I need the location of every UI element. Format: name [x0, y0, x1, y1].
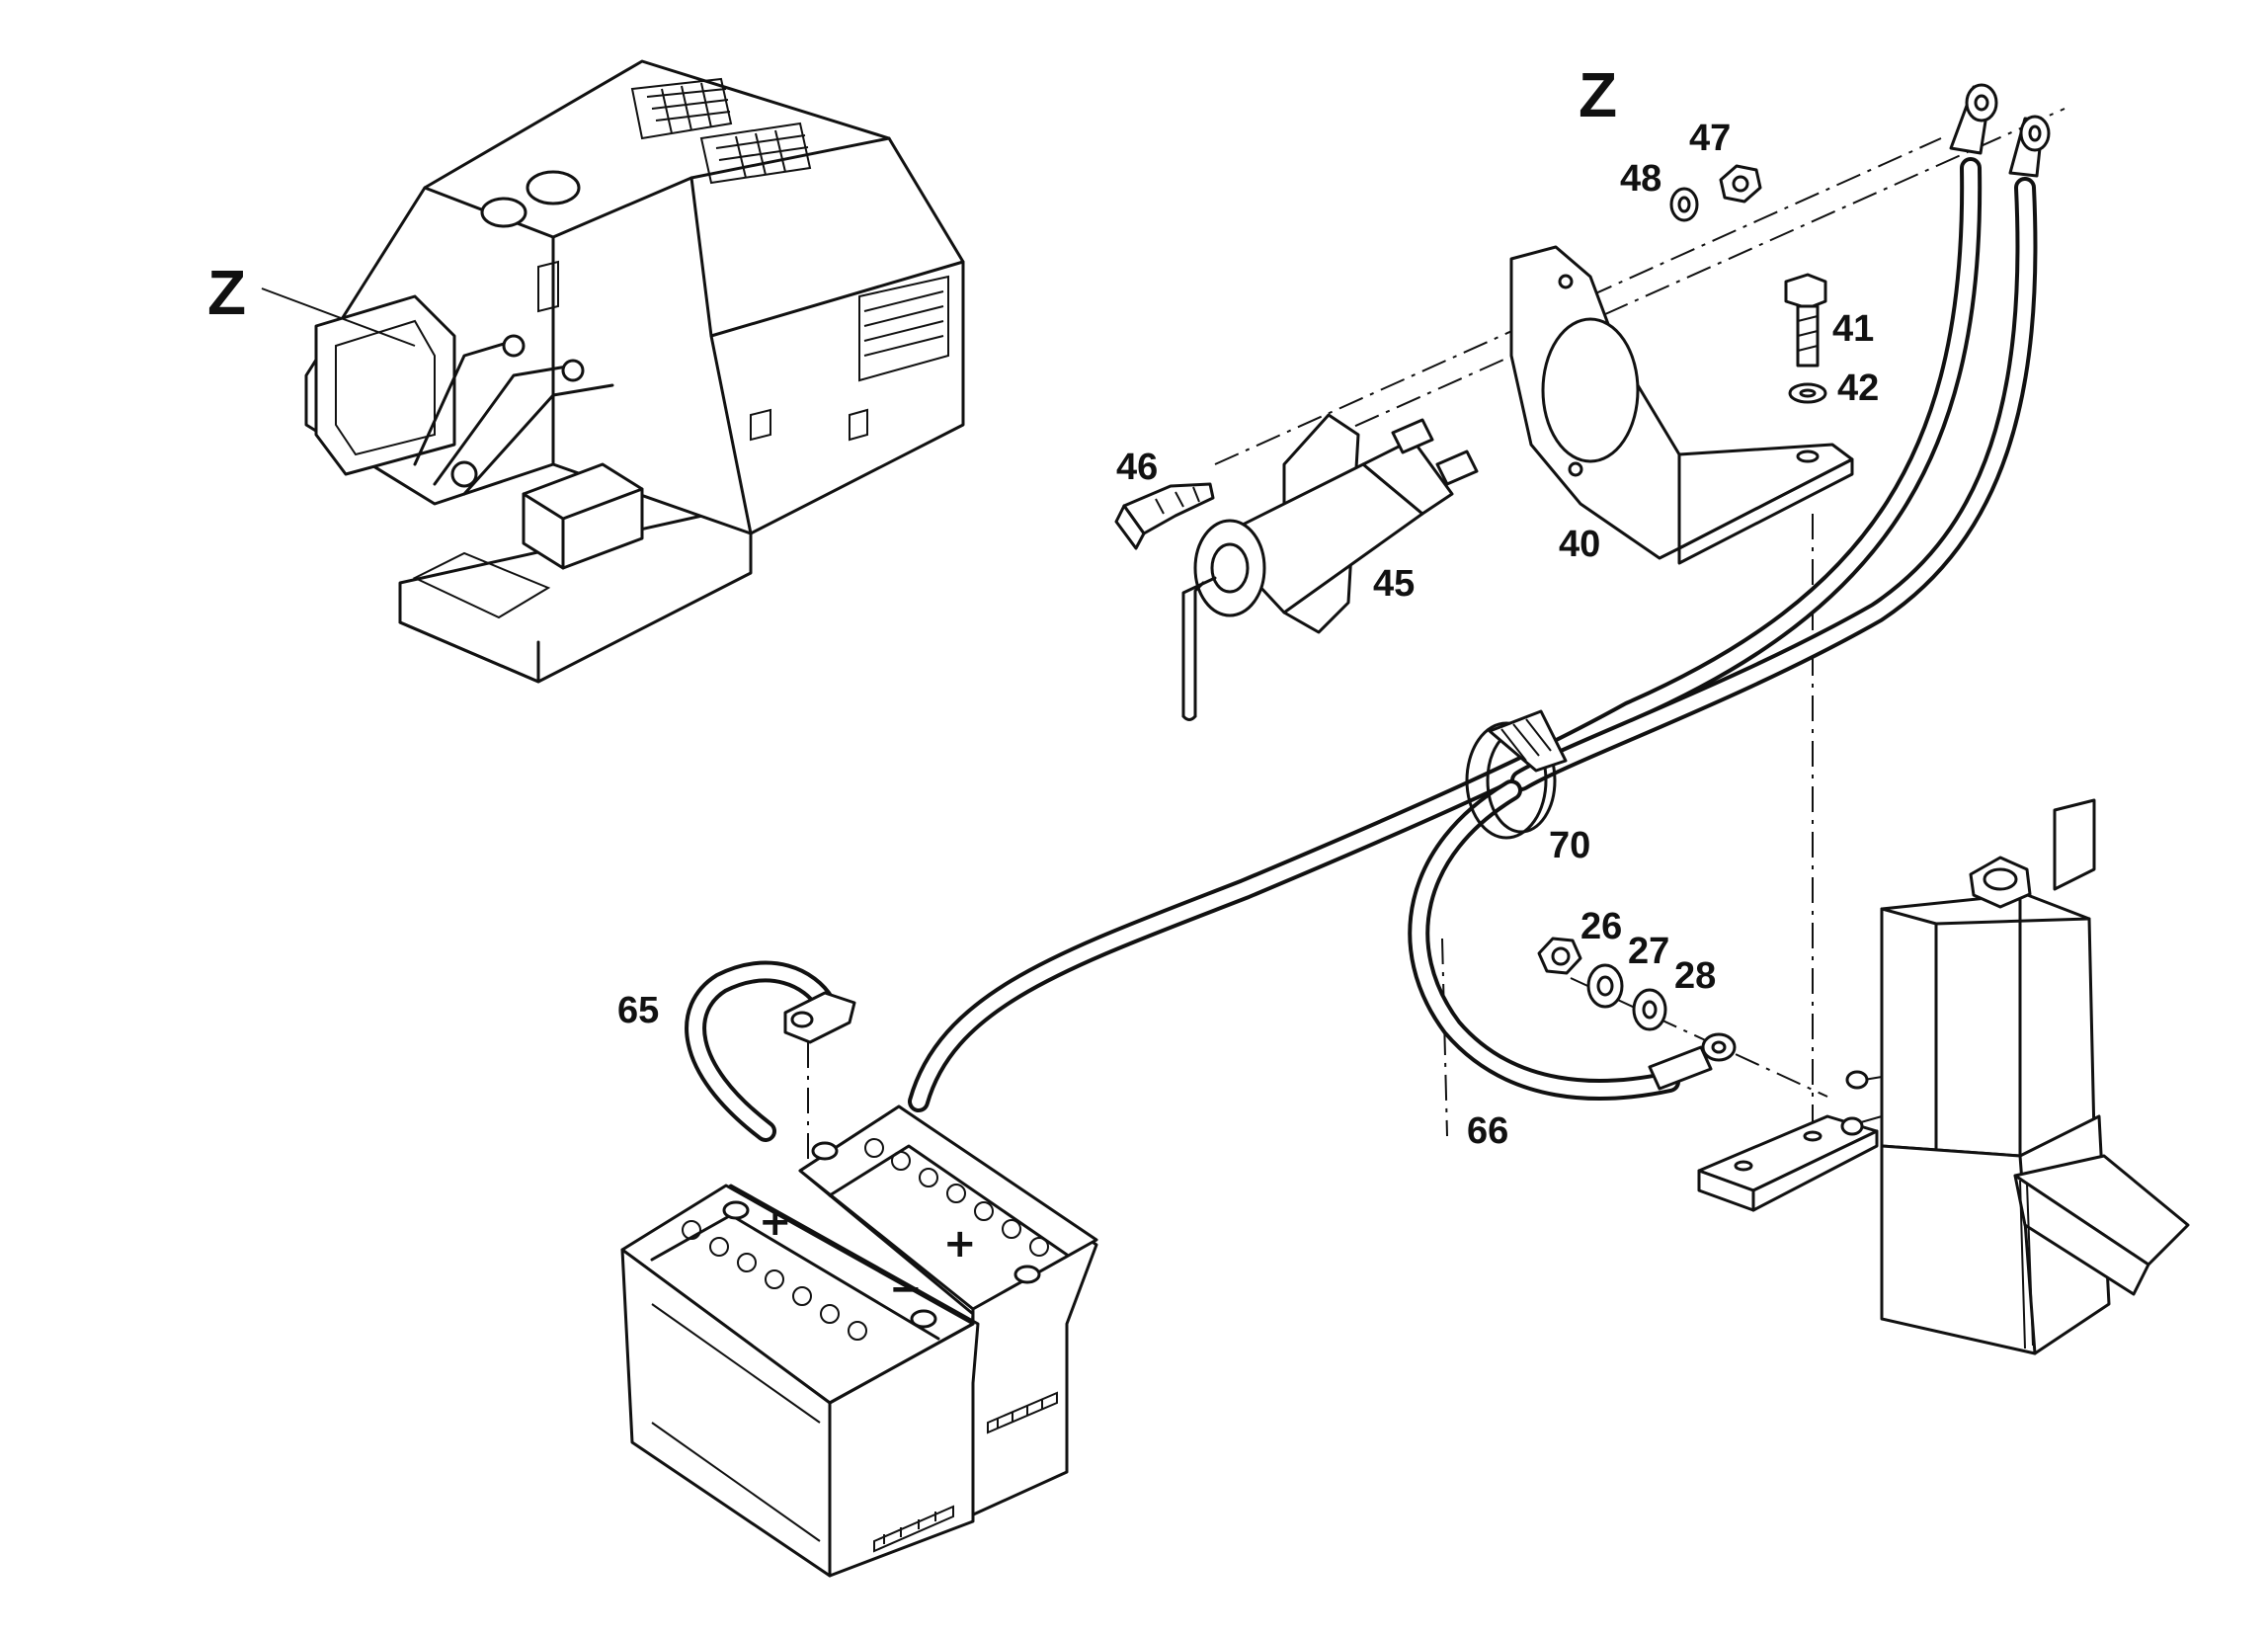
washer-27: [1586, 963, 1624, 1009]
washer-42: [1788, 382, 1827, 404]
callout-41: 41: [1832, 308, 1874, 350]
callout-26: 26: [1580, 906, 1622, 947]
machine-overview: Z: [207, 59, 965, 684]
bolt-41: [1784, 273, 1827, 368]
callout-45: 45: [1373, 563, 1415, 605]
view-marker-z: Z: [207, 257, 246, 328]
callout-65: 65: [617, 990, 659, 1031]
battery-front: + −: [620, 1184, 980, 1578]
hood-grille: [630, 77, 812, 185]
terminal-clamp-65: [783, 991, 856, 1166]
callout-48: 48: [1620, 158, 1661, 200]
cable-lug-ground: [1648, 1032, 1737, 1091]
callout-28: 28: [1674, 955, 1716, 997]
screw-46: [1114, 482, 1215, 550]
nut-26: [1537, 937, 1582, 975]
callout-27: 27: [1628, 931, 1669, 972]
callout-46: 46: [1116, 447, 1158, 488]
battery-rear-plus: +: [943, 1221, 977, 1267]
callout-40: 40: [1559, 524, 1600, 565]
callout-47: 47: [1689, 118, 1731, 159]
cable-lug-lower: [2008, 115, 2051, 178]
battery-front-minus: −: [889, 1267, 923, 1312]
callout-70: 70: [1549, 825, 1590, 866]
battery-rear: +: [798, 1104, 1098, 1523]
battery-front-plus: +: [759, 1199, 792, 1245]
callout-66: 66: [1467, 1110, 1508, 1152]
callout-42: 42: [1837, 368, 1879, 409]
bracket-40: [1509, 245, 1854, 565]
detail-title-z: Z: [1579, 59, 1617, 130]
solenoid-45: [1181, 413, 1479, 721]
washer-28: [1632, 988, 1667, 1031]
nut-47: [1719, 164, 1762, 204]
clamp-70: [1465, 709, 1568, 840]
frame-post: [1697, 798, 2190, 1355]
callout-labels: 26 27 28 40 41 42 45 46 47 48 65 66 70: [617, 118, 1879, 1152]
cable-lug-upper: [1949, 83, 1998, 155]
washer-48: [1669, 187, 1699, 222]
